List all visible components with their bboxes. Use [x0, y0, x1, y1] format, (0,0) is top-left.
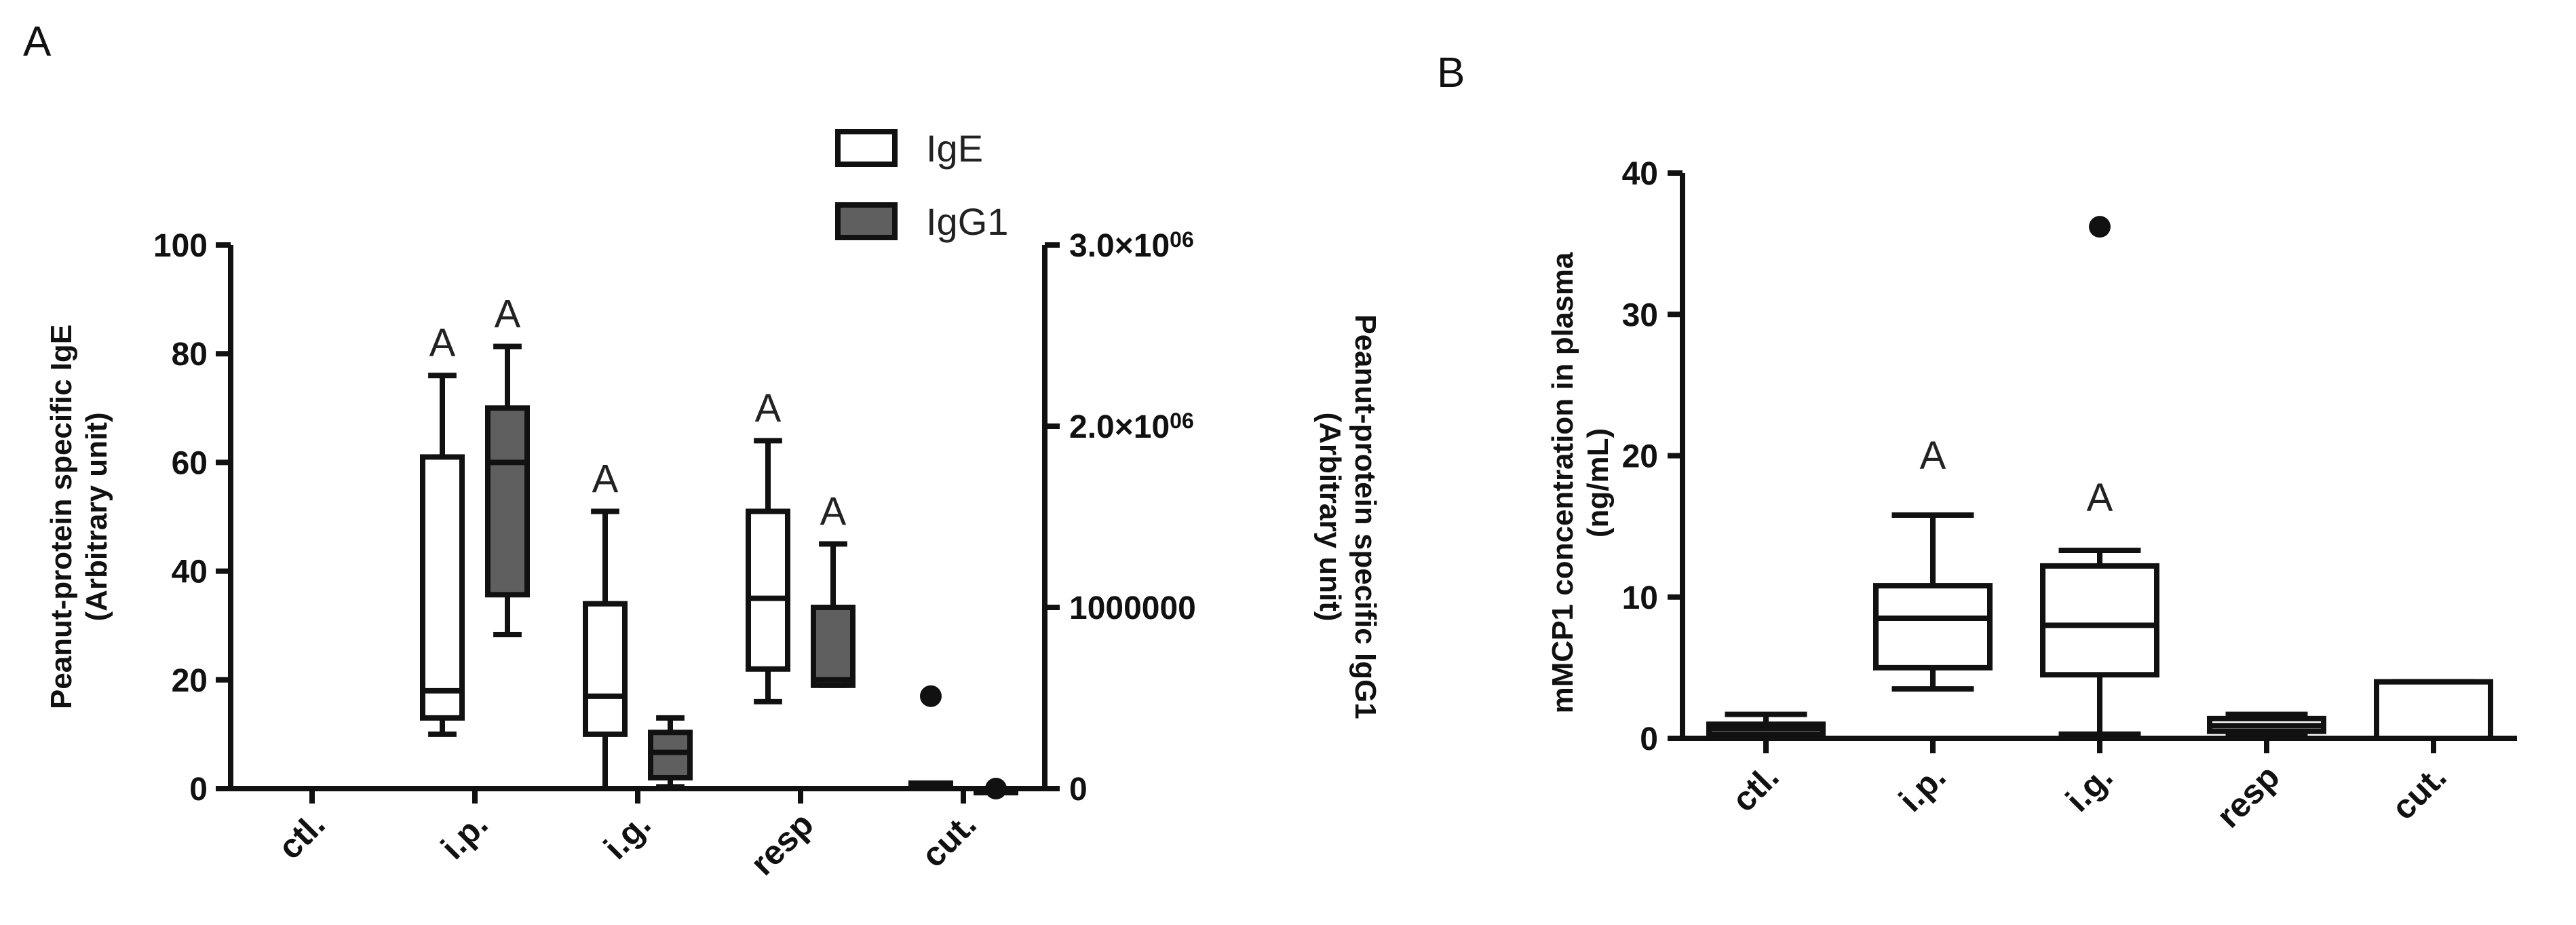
- right-y-tick-label: 1000000: [1069, 590, 1196, 626]
- igg1-3-box: [811, 605, 856, 688]
- left-y-tick-label: 20: [172, 663, 208, 699]
- b-x-tick-label: ctl.: [1725, 757, 1786, 819]
- significance-label: A: [820, 490, 847, 534]
- b-y-tick-label: 10: [1622, 580, 1658, 616]
- x-tick-label: cut.: [914, 805, 983, 874]
- legend-swatch-igg1: [835, 202, 898, 240]
- x-tick-label: resp: [743, 805, 820, 882]
- b-x-tick-label: i.g.: [2058, 757, 2120, 819]
- x-tick-label: i.p.: [434, 805, 495, 867]
- b-significance-label: A: [1920, 434, 1946, 478]
- igg1-2-box: [648, 730, 693, 780]
- b-x-tick-label: cut.: [2384, 757, 2453, 827]
- left-y-axis-title-unit: (Arbitrary unit): [80, 413, 113, 622]
- left-y-tick-label: 40: [172, 554, 208, 590]
- left-y-tick-label: 80: [172, 337, 208, 373]
- ige-4-outlier-0: [920, 685, 942, 707]
- right-y-axis-title: Peanut-protein specific IgG1: [1349, 314, 1382, 719]
- mmcp1-2-box: [2040, 563, 2159, 678]
- x-tick-label: ctl.: [271, 805, 332, 867]
- ige-1-box: [420, 454, 465, 721]
- b-x-tick-label: resp: [2209, 757, 2286, 835]
- right-y-tick-exponent: 06: [1170, 227, 1194, 252]
- significance-label: A: [755, 386, 782, 430]
- panel-a-chart: 0 20 40 60 80 100 0 1000000 2.0×1006 3.0×1006 ctl.…: [45, 127, 1382, 882]
- mmcp1-2-outlier-0: [2089, 216, 2111, 238]
- panel-a-letter: A: [23, 18, 52, 65]
- b-y-axis-title-unit: (ng/mL): [1581, 428, 1615, 537]
- significance-label: A: [592, 457, 619, 501]
- b-y-tick-label: 0: [1640, 721, 1658, 757]
- left-y-axis-title: Peanut-protein specific IgE: [45, 324, 78, 709]
- b-x-tick-label: i.p.: [1891, 757, 1953, 819]
- b-y-tick-label: 30: [1622, 297, 1658, 333]
- igg1-1-box: [485, 405, 530, 598]
- mmcp1-1-box: [1873, 583, 1993, 671]
- panel-b-letter: B: [1437, 50, 1465, 96]
- b-y-tick-label: 20: [1622, 439, 1658, 475]
- legend-swatch-ige: [835, 129, 898, 167]
- ige-3-box: [746, 508, 790, 672]
- right-y-tick-label: 2.0×1006: [1069, 409, 1194, 445]
- right-y-tick-label: 3.0×1006: [1069, 227, 1194, 264]
- mmcp1-4-box: [2374, 679, 2493, 742]
- left-y-tick-label: 0: [189, 772, 208, 808]
- x-tick-label: i.g.: [596, 805, 658, 867]
- left-y-tick-label: 60: [172, 445, 208, 481]
- b-y-tick-label: 40: [1622, 156, 1658, 192]
- b-significance-label: A: [2087, 476, 2113, 520]
- right-y-axis-title-unit: (Arbitrary unit): [1313, 413, 1347, 622]
- right-y-tick-label: 0: [1069, 772, 1088, 808]
- ige-2-box: [583, 601, 628, 737]
- igg1-4-outlier-0: [985, 778, 1007, 799]
- significance-label: A: [429, 321, 456, 365]
- right-y-tick-exponent: 06: [1170, 409, 1194, 433]
- legend-label-igg1: IgG1: [926, 200, 1008, 243]
- left-y-tick-label: 100: [153, 228, 208, 264]
- legend-label-ige: IgE: [926, 127, 983, 170]
- significance-label: A: [495, 292, 521, 337]
- b-y-axis-title: mMCP1 concentration in plasma: [1546, 252, 1579, 713]
